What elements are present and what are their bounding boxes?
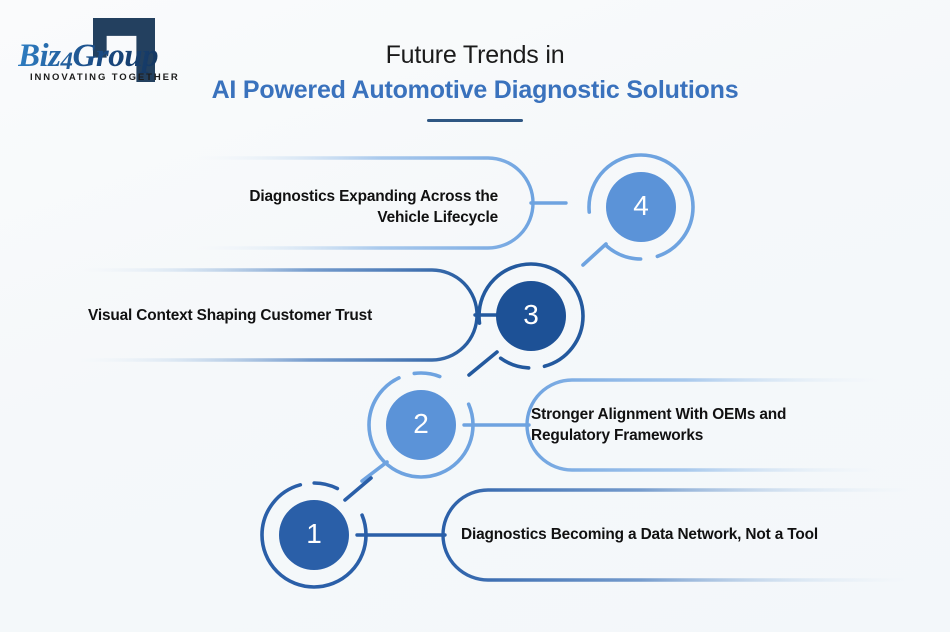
step-3-circle[interactable]: [496, 281, 566, 351]
step-2-label-line1: Stronger Alignment With OEMs and: [531, 406, 787, 423]
step-2-label-line2: Regulatory Frameworks: [531, 427, 704, 444]
step-1-ring: [260, 481, 368, 589]
brand-logo[interactable]: Biz4Group INNOVATING TOGETHER: [16, 16, 178, 94]
logo-tagline: INNOVATING TOGETHER: [30, 72, 180, 83]
step-4-label-line2: Vehicle Lifecycle: [377, 209, 498, 226]
title-underline: [427, 119, 523, 122]
step-3-number: 3: [523, 299, 539, 330]
logo-word-group: Group: [72, 38, 159, 74]
step-1-circle[interactable]: [279, 500, 349, 570]
step-4-ring: [587, 153, 695, 261]
step-4-to-3-line: [581, 242, 608, 267]
step-4-circle[interactable]: [606, 172, 676, 242]
step-1-label: Diagnostics Becoming a Data Network, Not…: [461, 526, 818, 543]
step-2-to-1-line: [360, 460, 389, 483]
title-line-primary: Future Trends in: [385, 41, 565, 69]
step-2-ring: [367, 371, 475, 479]
logo-word-biz: Biz: [18, 38, 61, 74]
step-1-to-2-line: [343, 476, 373, 502]
step-3-to-2-line: [467, 350, 499, 377]
page-title: Future Trends in AI Powered Automotive D…: [0, 38, 950, 122]
step-4-label-line1: Diagnostics Expanding Across the: [249, 188, 498, 205]
step-3-label: Visual Context Shaping Customer Trust: [88, 307, 373, 324]
step-3-ring: [477, 262, 585, 370]
step-2-circle[interactable]: [386, 390, 456, 460]
logo-word-four: 4: [60, 48, 73, 75]
step-1-number: 1: [306, 518, 322, 549]
step-2-number: 2: [413, 408, 429, 439]
step-4-number: 4: [633, 190, 649, 221]
title-line-accent: AI Powered Automotive Diagnostic Solutio…: [211, 76, 739, 104]
logo-wordmark: Biz4Group: [18, 38, 158, 76]
